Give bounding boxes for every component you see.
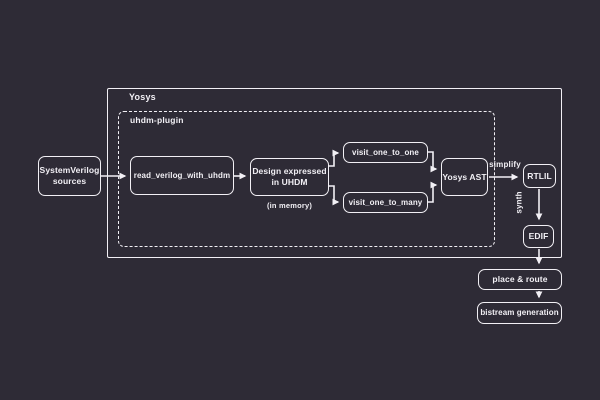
node-edif-label: EDIF	[528, 231, 549, 242]
node-edif: EDIF	[523, 225, 554, 248]
yosys-container-frame	[107, 88, 562, 258]
uhdm-plugin-frame	[118, 111, 495, 247]
node-design-expressed-in-uhdm-label: Design expressed in UHDM	[252, 166, 327, 187]
node-visit-one-to-one-label: visit_one_to_one	[352, 147, 419, 157]
uhdm-plugin-label: uhdm-plugin	[130, 115, 184, 125]
node-bistream-generation-label: bistream generation	[480, 308, 559, 317]
node-yosys-ast: Yosys AST	[441, 158, 488, 196]
node-systemverilog-sources: SystemVerilog sources	[38, 156, 101, 196]
node-design-expressed-in-uhdm: Design expressed in UHDM	[250, 158, 329, 196]
node-bistream-generation: bistream generation	[477, 302, 562, 324]
node-rtlil: RTLIL	[523, 164, 556, 188]
node-visit-one-to-many-label: visit_one_to_many	[348, 197, 423, 207]
node-yosys-ast-label: Yosys AST	[442, 171, 487, 182]
edge-label-synth: synth	[514, 191, 524, 214]
node-systemverilog-sources-label: SystemVerilog sources	[39, 165, 100, 186]
edge-label-simplify: simplify	[489, 160, 521, 169]
yosys-container-label: Yosys	[129, 92, 156, 102]
node-place-and-route-label: place & route	[492, 274, 548, 285]
node-visit-one-to-many: visit_one_to_many	[343, 192, 428, 213]
in-memory-note: (in memory)	[266, 201, 313, 210]
node-read-verilog-with-uhdm: read_verilog_with_uhdm	[130, 156, 234, 195]
node-visit-one-to-one: visit_one_to_one	[343, 142, 428, 163]
node-place-and-route: place & route	[478, 269, 562, 290]
node-rtlil-label: RTLIL	[527, 170, 552, 181]
node-read-verilog-with-uhdm-label: read_verilog_with_uhdm	[133, 170, 231, 180]
